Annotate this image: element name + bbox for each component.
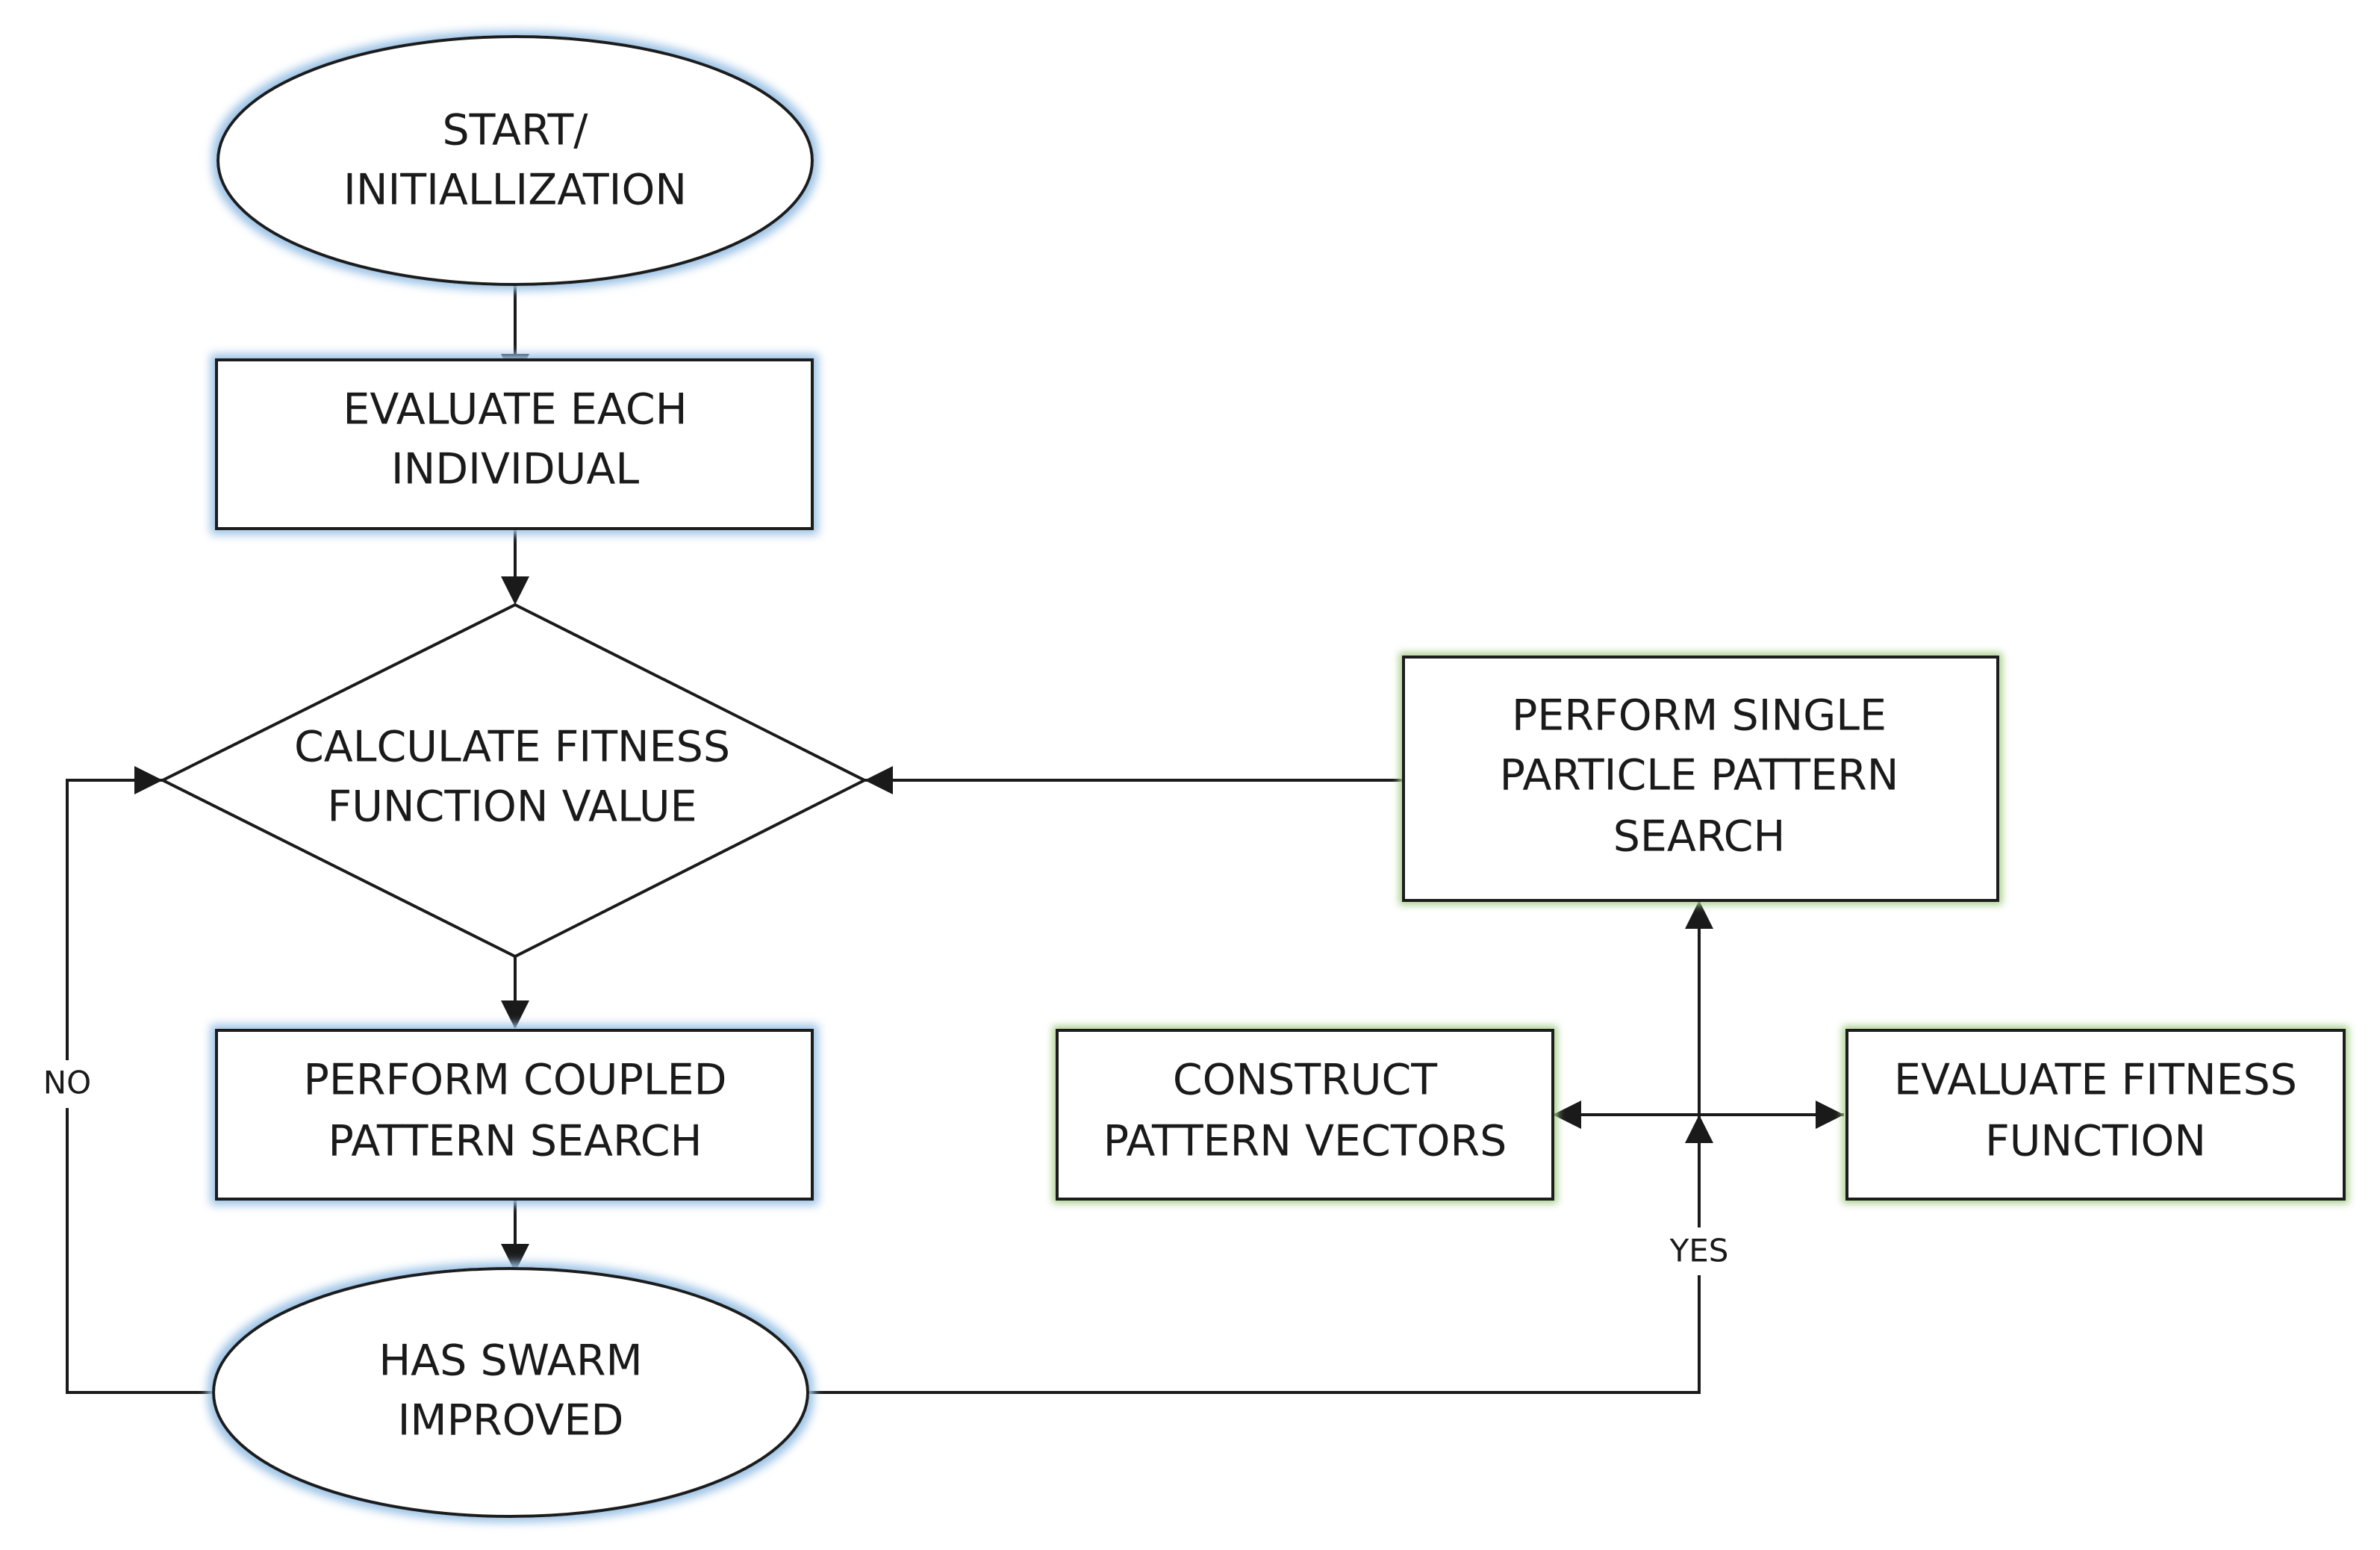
single-particle-label-line-2: PARTICLE PATTERN bbox=[1500, 751, 1899, 800]
single-particle-box bbox=[1402, 656, 1999, 902]
calculate-fitness-label-line-2: FUNCTION VALUE bbox=[327, 782, 697, 832]
arrowhead-left-diamond bbox=[865, 766, 893, 794]
start-label-line-2: INITIALLIZATION bbox=[343, 166, 687, 215]
single-particle-label-line-1: PERFORM SINGLE bbox=[1512, 691, 1887, 741]
evaluate-fitness-function-box bbox=[1845, 1029, 2346, 1201]
construct-vectors-box bbox=[1056, 1029, 1554, 1201]
start-ellipse bbox=[216, 35, 814, 286]
arrowhead-down-diamond bbox=[501, 576, 529, 605]
swarm-improved-ellipse bbox=[212, 1267, 809, 1518]
swarm-improved-label-line-1: HAS SWARM bbox=[379, 1336, 642, 1386]
start-label-line-1: START/ bbox=[442, 106, 588, 155]
evaluate-each-label-line-1: EVALUATE EACH bbox=[343, 385, 687, 435]
node-evaluate-each: EVALUATE EACH INDIVIDUAL bbox=[215, 358, 814, 530]
single-particle-label-line-3: SEARCH bbox=[1613, 812, 1786, 862]
no-label-background bbox=[37, 1060, 97, 1108]
node-construct-vectors: CONSTRUCT PATTERN VECTORS bbox=[1056, 1029, 1554, 1201]
no-label: NO bbox=[43, 1065, 91, 1101]
construct-vectors-label-line-2: PATTERN VECTORS bbox=[1103, 1117, 1507, 1166]
coupled-search-label-line-2: PATTERN SEARCH bbox=[328, 1117, 703, 1166]
node-swarm-improved: HAS SWARM IMPROVED bbox=[212, 1267, 809, 1518]
yes-label: YES bbox=[1669, 1233, 1729, 1269]
evaluate-each-box bbox=[215, 358, 814, 530]
coupled-search-label-line-1: PERFORM COUPLED bbox=[304, 1056, 727, 1105]
construct-vectors-label-line-1: CONSTRUCT bbox=[1173, 1056, 1437, 1105]
arrowhead-right-evaluate-fitness bbox=[1816, 1101, 1844, 1129]
evaluate-each-label-line-2: INDIVIDUAL bbox=[391, 445, 640, 494]
yes-label-background bbox=[1662, 1227, 1736, 1275]
node-evaluate-fitness-function: EVALUATE FITNESS FUNCTION bbox=[1845, 1029, 2346, 1201]
edge-yes-line bbox=[809, 1115, 1701, 1394]
arrowhead-down-swarm bbox=[501, 1244, 529, 1272]
node-calculate-fitness: CALCULATE FITNESS FUNCTION VALUE bbox=[159, 603, 868, 959]
arrowhead-up-single bbox=[1685, 900, 1713, 929]
edge-labels: NO YES bbox=[37, 1060, 1736, 1275]
calculate-fitness-label-line-1: CALCULATE FITNESS bbox=[294, 723, 730, 772]
node-single-particle: PERFORM SINGLE PARTICLE PATTERN SEARCH bbox=[1402, 656, 1999, 902]
node-coupled-search: PERFORM COUPLED PATTERN SEARCH bbox=[215, 1029, 814, 1201]
arrowhead-up-junction bbox=[1685, 1115, 1713, 1143]
coupled-search-box bbox=[215, 1029, 814, 1201]
arrowhead-down-coupled bbox=[501, 1000, 529, 1029]
arrowhead-right-diamond-no bbox=[134, 766, 163, 794]
node-start: START/ INITIALLIZATION bbox=[216, 35, 814, 286]
arrowhead-left-construct bbox=[1553, 1101, 1581, 1129]
evaluate-fitness-function-label-line-2: FUNCTION bbox=[1985, 1117, 2206, 1166]
calculate-fitness-diamond bbox=[159, 603, 868, 959]
evaluate-fitness-function-label-line-1: EVALUATE FITNESS bbox=[1894, 1056, 2297, 1105]
swarm-improved-label-line-2: IMPROVED bbox=[398, 1396, 624, 1445]
